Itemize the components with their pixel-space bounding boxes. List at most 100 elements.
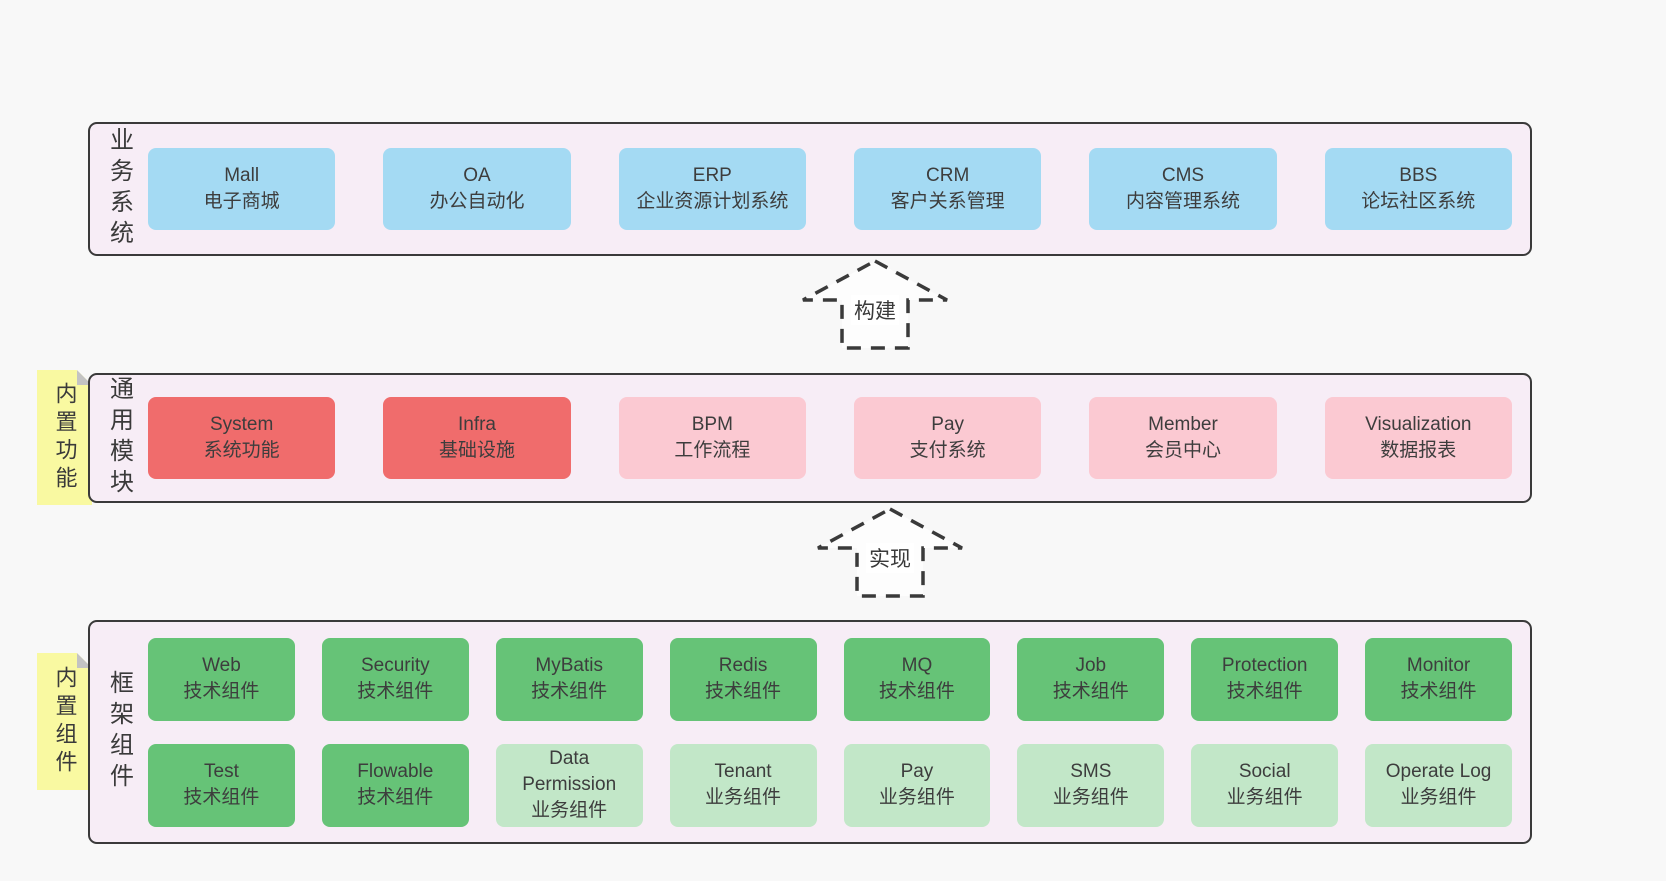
box-flowable: Flowable 技术组件	[321, 743, 469, 827]
box-title: Pay	[931, 413, 965, 435]
box-erp: ERP 企业资源计划系统	[618, 148, 806, 230]
box-title: Data Permission	[522, 747, 617, 795]
box-title: Social	[1238, 760, 1291, 782]
box-title: CRM	[926, 164, 970, 186]
box-subtitle: 论坛社区系统	[1361, 191, 1476, 212]
box-monitor: Monitor 技术组件	[1365, 637, 1512, 721]
sticky-note-builtin-components: 内置组件	[37, 653, 92, 790]
box-test: Test 技术组件	[148, 743, 295, 827]
box-title: MQ	[901, 654, 933, 676]
box-subtitle: 办公自动化	[429, 191, 525, 212]
box-subtitle: 会员中心	[1144, 440, 1221, 461]
sticky-label: 内置组件	[52, 665, 78, 778]
band-box-row: Mall 电子商城 OA 办公自动化 ERP 企业资源计划系统 CRM 客户关系…	[148, 124, 1512, 254]
box-title: Security	[360, 654, 430, 676]
box-subtitle: 技术组件	[183, 681, 260, 702]
box-title: Pay	[900, 760, 934, 782]
box-subtitle: 业务组件	[705, 787, 782, 808]
band-label: 业务系统	[105, 127, 133, 251]
box-title: Protection	[1221, 654, 1308, 676]
box-pay: Pay 支付系统	[853, 397, 1042, 479]
box-mq: MQ 技术组件	[843, 637, 991, 721]
box-subtitle: 技术组件	[705, 681, 782, 702]
box-operate-log: Operate Log 业务组件	[1365, 743, 1512, 827]
box-cms: CMS 内容管理系统	[1089, 148, 1277, 230]
box-title: Infra	[457, 413, 496, 435]
box-title: System	[209, 413, 274, 435]
band-label: 通用模块	[105, 376, 133, 500]
band-label: 框架组件	[105, 670, 133, 794]
box-subtitle: 业务组件	[1226, 787, 1303, 808]
box-subtitle: 技术组件	[357, 681, 434, 702]
box-title: Operate Log	[1385, 760, 1492, 782]
box-oa: OA 办公自动化	[383, 148, 571, 230]
box-subtitle: 基础设施	[438, 440, 515, 461]
band-box-row: System 系统功能 Infra 基础设施 BPM 工作流程 Pay 支付系统…	[148, 375, 1512, 501]
box-title: Monitor	[1406, 654, 1471, 676]
box-mall: Mall 电子商城	[148, 148, 336, 230]
box-subtitle: 客户关系管理	[890, 191, 1005, 212]
box-subtitle: 业务组件	[1052, 787, 1129, 808]
box-infra: Infra 基础设施	[383, 397, 571, 479]
arrow-label: 构建	[851, 295, 899, 325]
box-title: Tenant	[714, 760, 772, 782]
band-box-grid: Web 技术组件 Security 技术组件 MyBatis 技术组件 Redi…	[148, 622, 1512, 842]
arrow-implement: 实现	[815, 506, 965, 600]
box-subtitle: 系统功能	[203, 440, 280, 461]
box-title: ERP	[692, 164, 732, 186]
box-subtitle: 工作流程	[674, 440, 751, 461]
box-subtitle: 技术组件	[183, 787, 260, 808]
box-title: MyBatis	[535, 654, 603, 676]
box-member: Member 会员中心	[1089, 397, 1277, 479]
component-row-2: Test 技术组件 Flowable 技术组件 Data Permission …	[148, 743, 1512, 827]
box-title: Member	[1148, 413, 1218, 435]
box-title: Job	[1075, 654, 1107, 676]
box-subtitle: 支付系统	[909, 440, 986, 461]
box-subtitle: 内容管理系统	[1125, 191, 1240, 212]
component-row-1: Web 技术组件 Security 技术组件 MyBatis 技术组件 Redi…	[148, 637, 1512, 721]
box-title: Flowable	[357, 760, 434, 782]
box-crm: CRM 客户关系管理	[853, 148, 1042, 230]
box-title: SMS	[1070, 760, 1112, 782]
box-protection: Protection 技术组件	[1191, 637, 1339, 721]
box-social: Social 业务组件	[1191, 743, 1339, 827]
box-title: Redis	[718, 654, 768, 676]
box-subtitle: 电子商城	[203, 191, 280, 212]
box-title: BBS	[1399, 164, 1438, 186]
box-subtitle: 技术组件	[1400, 681, 1477, 702]
box-sms: SMS 业务组件	[1017, 743, 1165, 827]
box-redis: Redis 技术组件	[669, 637, 817, 721]
box-web: Web 技术组件	[148, 637, 295, 721]
box-subtitle: 技术组件	[531, 681, 608, 702]
box-subtitle: 数据报表	[1380, 440, 1457, 461]
box-title: OA	[463, 164, 491, 186]
box-subtitle: 业务组件	[531, 800, 608, 822]
box-visualization: Visualization 数据报表	[1324, 397, 1512, 479]
box-mybatis: MyBatis 技术组件	[495, 637, 643, 721]
box-security: Security 技术组件	[321, 637, 469, 721]
box-subtitle: 技术组件	[1226, 681, 1303, 702]
arrow-label: 实现	[866, 543, 914, 573]
box-subtitle: 技术组件	[357, 787, 434, 808]
box-subtitle: 技术组件	[1052, 681, 1129, 702]
arrow-build: 构建	[800, 258, 950, 352]
box-subtitle: 技术组件	[878, 681, 955, 702]
band-framework-components: 框架组件 Web 技术组件 Security 技术组件 MyBatis 技术组件…	[88, 620, 1532, 844]
box-bbs: BBS 论坛社区系统	[1324, 148, 1512, 230]
box-subtitle: 业务组件	[878, 787, 955, 808]
box-title: BPM	[691, 413, 733, 435]
box-job: Job 技术组件	[1017, 637, 1165, 721]
box-tenant: Tenant 业务组件	[669, 743, 817, 827]
box-data-permission: Data Permission 业务组件	[495, 743, 643, 827]
box-title: CMS	[1161, 164, 1205, 186]
box-subtitle: 业务组件	[1400, 787, 1477, 808]
box-system: System 系统功能	[148, 397, 336, 479]
box-bpm: BPM 工作流程	[618, 397, 806, 479]
box-title: Mall	[224, 164, 260, 186]
box-title: Web	[202, 654, 241, 676]
box-title: Test	[204, 760, 239, 782]
sticky-label: 内置功能	[52, 381, 78, 494]
band-business-systems: 业务系统 Mall 电子商城 OA 办公自动化 ERP 企业资源计划系统 CRM…	[88, 122, 1532, 256]
box-pay-component: Pay 业务组件	[843, 743, 991, 827]
